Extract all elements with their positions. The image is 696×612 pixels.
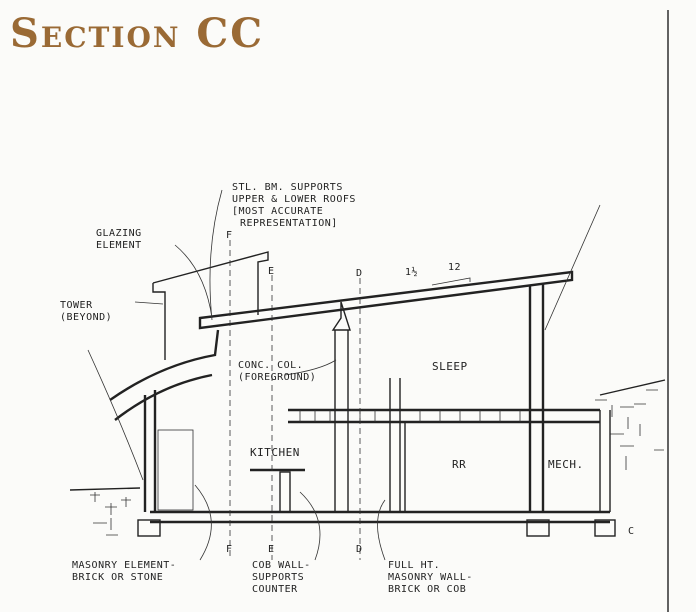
cob-label: SUPPORTS <box>252 572 304 583</box>
grid-d: D <box>356 268 363 279</box>
grid-e-bottom: E <box>268 544 275 555</box>
masonry-element <box>157 429 194 511</box>
drawing-title: Section CC <box>10 10 265 57</box>
glazing-label: GLAZING <box>96 228 142 239</box>
room-rr: RR <box>452 458 466 471</box>
loft-joists <box>299 410 521 422</box>
full-height-wall <box>389 378 406 512</box>
grid-c: C <box>628 526 635 537</box>
tower-label: TOWER <box>60 300 93 311</box>
glazing-element <box>109 329 220 421</box>
mech-wall <box>599 410 611 512</box>
full-wall-label: BRICK OR COB <box>388 584 466 595</box>
leader-lines <box>87 189 601 561</box>
room-sleep: SLEEP <box>432 360 468 373</box>
annotations: STL. BM. SUPPORTS UPPER & LOWER ROOFS [M… <box>60 182 635 595</box>
grid-e: E <box>268 266 275 277</box>
grid-f-bottom: F <box>226 544 233 555</box>
column-label: (FOREGROUND) <box>238 372 316 383</box>
floor-slab <box>150 510 610 524</box>
cob-wall <box>279 471 291 513</box>
cob-label: COUNTER <box>252 584 298 595</box>
column-label: CONC. COL. <box>238 360 303 371</box>
roof <box>198 270 574 330</box>
glazing-label: ELEMENT <box>96 240 142 251</box>
roof-column <box>528 283 545 512</box>
grid-d-bottom: D <box>356 544 363 555</box>
beam-note: STL. BM. SUPPORTS <box>232 182 343 193</box>
soil-hatch <box>90 389 664 536</box>
room-mech: MECH. <box>548 458 584 471</box>
beam-note: [MOST ACCURATE <box>232 206 323 217</box>
beam-note: UPPER & LOWER ROOFS <box>232 194 356 205</box>
beam-note: REPRESENTATION] <box>240 218 338 229</box>
full-wall-label: MASONRY WALL- <box>388 572 473 583</box>
room-kitchen: KITCHEN <box>250 446 300 459</box>
column-cap <box>331 301 351 331</box>
slope-indicator <box>431 277 471 286</box>
grid-lines <box>229 240 361 560</box>
masonry-wall <box>143 390 157 512</box>
footing <box>526 519 550 537</box>
footing <box>137 519 161 537</box>
sleep-loft <box>288 408 600 424</box>
tower-label: (BEYOND) <box>60 312 112 323</box>
full-wall-label: FULL HT. <box>388 560 440 571</box>
grid-f: F <box>226 230 233 241</box>
cob-label: COB WALL- <box>252 560 311 571</box>
footing <box>594 519 616 537</box>
slope-run: 12 <box>448 262 461 273</box>
masonry-label: MASONRY ELEMENT- <box>72 560 176 571</box>
ground-line <box>69 379 666 491</box>
slope-rise: 1½ <box>405 266 418 278</box>
masonry-label: BRICK OR STONE <box>72 572 163 583</box>
